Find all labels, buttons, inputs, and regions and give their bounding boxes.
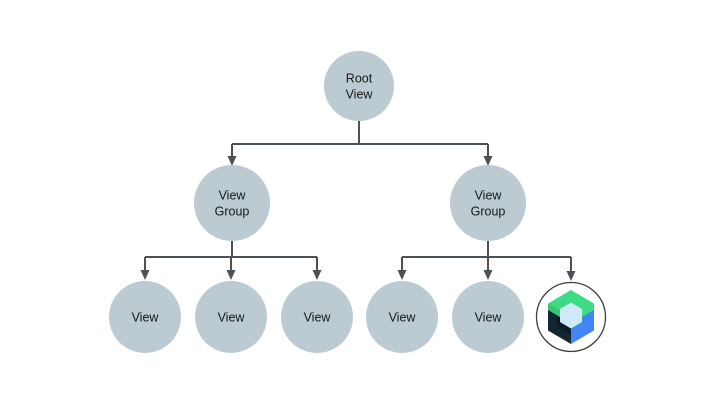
- root-view-label-line1: Root: [346, 71, 373, 85]
- arrowhead-view-4: [397, 270, 407, 280]
- arrowhead-compose: [566, 271, 576, 281]
- node-view-leaf-4[interactable]: View: [366, 281, 438, 353]
- compose-logo-core-hexagon: [560, 302, 582, 329]
- view-group-right-label-line1: View: [475, 188, 503, 202]
- view-leaf-1-circle[interactable]: [109, 281, 181, 353]
- view-group-right-circle[interactable]: [450, 165, 526, 241]
- arrowhead-left-group: [227, 156, 237, 166]
- view-leaf-5-label: View: [475, 310, 503, 324]
- arrowhead-view-5: [483, 270, 493, 280]
- view-leaf-3-circle[interactable]: [281, 281, 353, 353]
- node-view-leaf-2[interactable]: View: [195, 281, 267, 353]
- view-leaf-3-label: View: [304, 310, 332, 324]
- view-leaf-4-circle[interactable]: [366, 281, 438, 353]
- connectors-root-to-groups: [227, 121, 493, 166]
- node-view-leaf-3[interactable]: View: [281, 281, 353, 353]
- view-leaf-1-label: View: [132, 310, 160, 324]
- jetpack-compose-logo: [548, 290, 594, 344]
- node-view-leaf-5[interactable]: View: [452, 281, 524, 353]
- view-leaf-5-circle[interactable]: [452, 281, 524, 353]
- view-leaf-4-label: View: [389, 310, 417, 324]
- view-group-left-label-line1: View: [219, 188, 247, 202]
- node-view-group-right[interactable]: View Group: [450, 165, 526, 241]
- arrowhead-view-1: [140, 270, 150, 280]
- view-group-left-circle[interactable]: [194, 165, 270, 241]
- connectors-right-group-to-views: [397, 241, 576, 281]
- root-view-label-line2: View: [346, 87, 374, 101]
- connectors-left-group-to-views: [140, 241, 322, 280]
- node-root-view[interactable]: Root View: [324, 51, 394, 121]
- arrowhead-right-group: [483, 156, 493, 166]
- node-view-group-left[interactable]: View Group: [194, 165, 270, 241]
- arrowhead-view-3: [312, 270, 322, 280]
- node-compose-leaf[interactable]: [535, 281, 607, 353]
- view-group-left-label-line2: Group: [215, 204, 250, 218]
- view-leaf-2-label: View: [218, 310, 246, 324]
- node-view-leaf-1[interactable]: View: [109, 281, 181, 353]
- root-view-circle[interactable]: [324, 51, 394, 121]
- arrowhead-view-2: [226, 270, 236, 280]
- view-group-right-label-line2: Group: [471, 204, 506, 218]
- view-leaf-2-circle[interactable]: [195, 281, 267, 353]
